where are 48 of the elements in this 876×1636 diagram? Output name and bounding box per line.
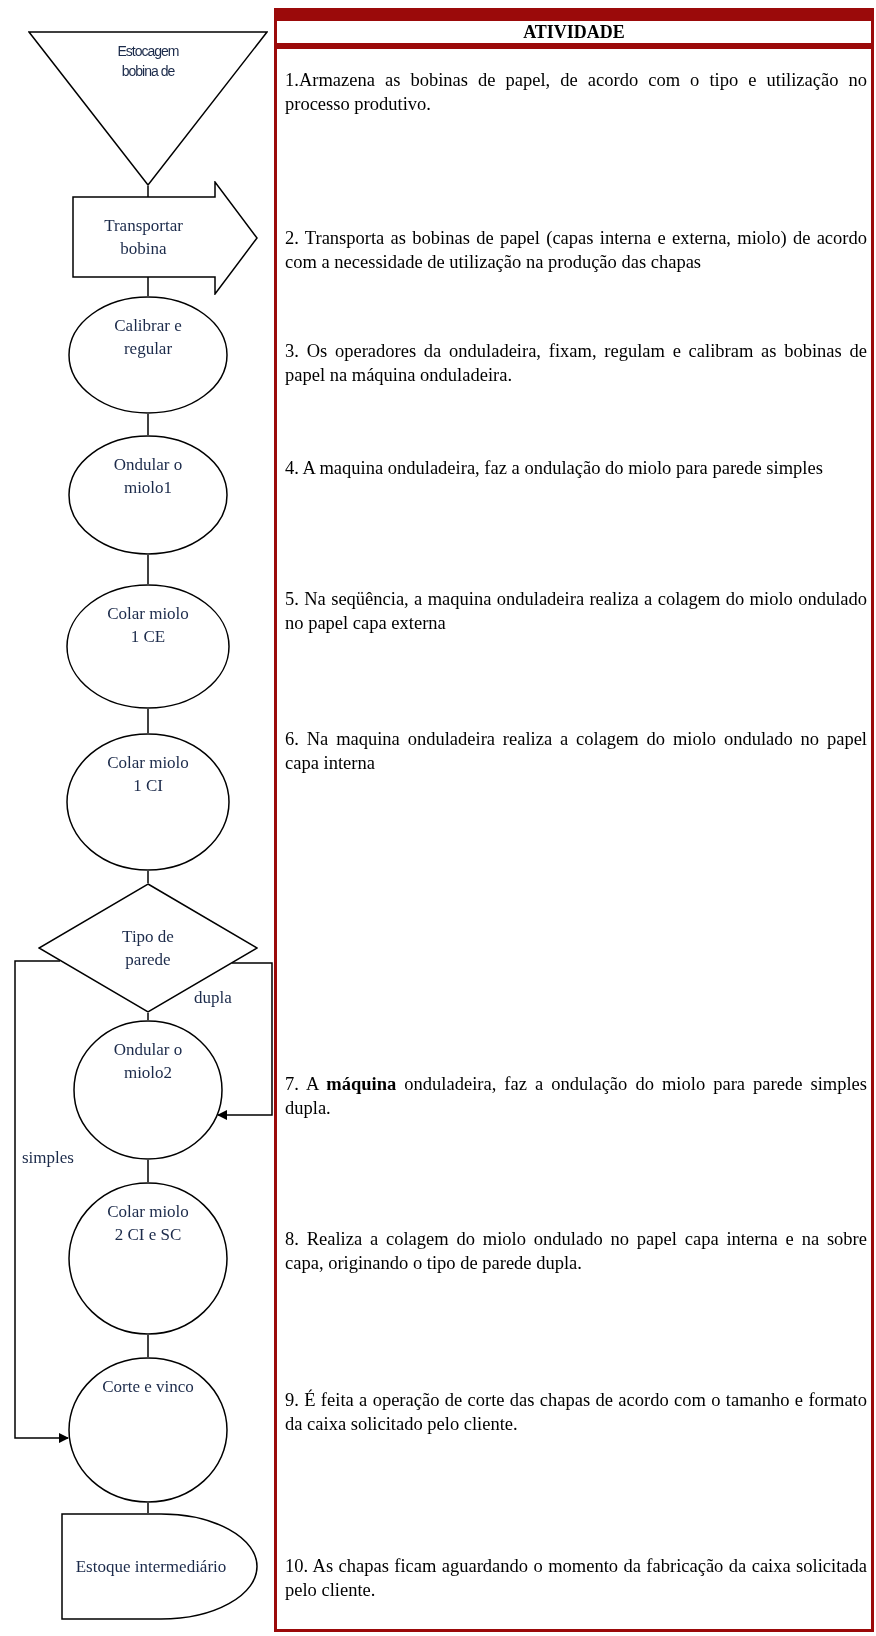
connector-line [147,413,149,436]
node-label: Calibrar e regular [113,315,183,360]
node-label: Estoque intermediário [75,1556,227,1578]
decision-diamond [38,883,258,1013]
activity-description: 6. Na maquina onduladeira realiza a colagem do miolo ondulado no papel capa interna [285,728,867,775]
activity-panel [274,8,874,1632]
activity-description: 4. A maquina onduladeira, faz a ondulação do miolo para parede simples [285,457,824,480]
node-label: Estocagem bobina de [117,43,179,79]
operation-ellipse [68,296,228,414]
arrow [217,962,273,1121]
operation-ellipse [66,584,230,709]
activity-description: 9. É feita a operação de corte das chapas de acordo com o tamanho e formato da caixa solicitado pelo cliente. [285,1388,867,1436]
node-label: Ondular o miolo1 [112,454,184,499]
connector-line [147,1159,149,1183]
connector-line [147,554,149,585]
activity-description: 5. Na seqüência, a maquina onduladeira realiza a colagem do miolo ondulado no papel capa externa [285,588,867,635]
column-heading: ATIVIDADE [277,21,871,49]
activity-description: 3. Os operadores da onduladeira, fixam, regulam e calibram as bobinas de papel na máquina onduladeira. [285,340,867,387]
arrow [14,960,69,1444]
connector-line [147,708,149,734]
node-label: Colar miolo 2 CI e SC [106,1201,190,1246]
node-label: Tipo de parede [121,926,175,971]
activity-description: 8. Realiza a colagem do miolo ondulado no papel capa interna e na sobre capa, originando o tipo de parede dupla. [285,1228,867,1275]
node-label: Ondular o miolo2 [112,1039,184,1084]
connector-line [147,1012,149,1021]
node-label: Colar miolo 1 CE [106,603,190,648]
operation-ellipse [73,1020,223,1160]
storage-delay-shape [61,1513,258,1620]
connector-line [147,276,149,297]
edge-label: simples [22,1148,74,1168]
node-label: Corte e vinco [102,1376,194,1398]
storage-triangle [28,31,268,186]
connector-line [147,870,149,884]
activity-description: 1.Armazena as bobinas de papel, de acordo com o tipo e utilização no processo produtivo. [285,69,867,116]
edge-label: dupla [194,988,232,1008]
node-label: Transportar bobina [103,215,184,260]
operation-ellipse [68,1357,228,1503]
operation-ellipse [66,733,230,871]
connector-line [147,1334,149,1358]
activity-description: 10. As chapas ficam aguardando o momento da fabricação da caixa solicitada pelo cliente. [285,1555,867,1602]
connector-line [147,185,149,198]
transport-arrow-shape [72,181,258,295]
activity-description: 7. A máquina onduladeira, faz a ondulação do miolo para parede simples dupla. [285,1073,867,1120]
activity-description: 2. Transporta as bobinas de papel (capas interna e externa, miolo) de acordo com a necessidade de utilização na produção das chapas [285,227,867,274]
operation-ellipse [68,1182,228,1335]
node-label: Colar miolo 1 CI [106,752,190,797]
operation-ellipse [68,435,228,555]
connector-line [147,1502,149,1514]
